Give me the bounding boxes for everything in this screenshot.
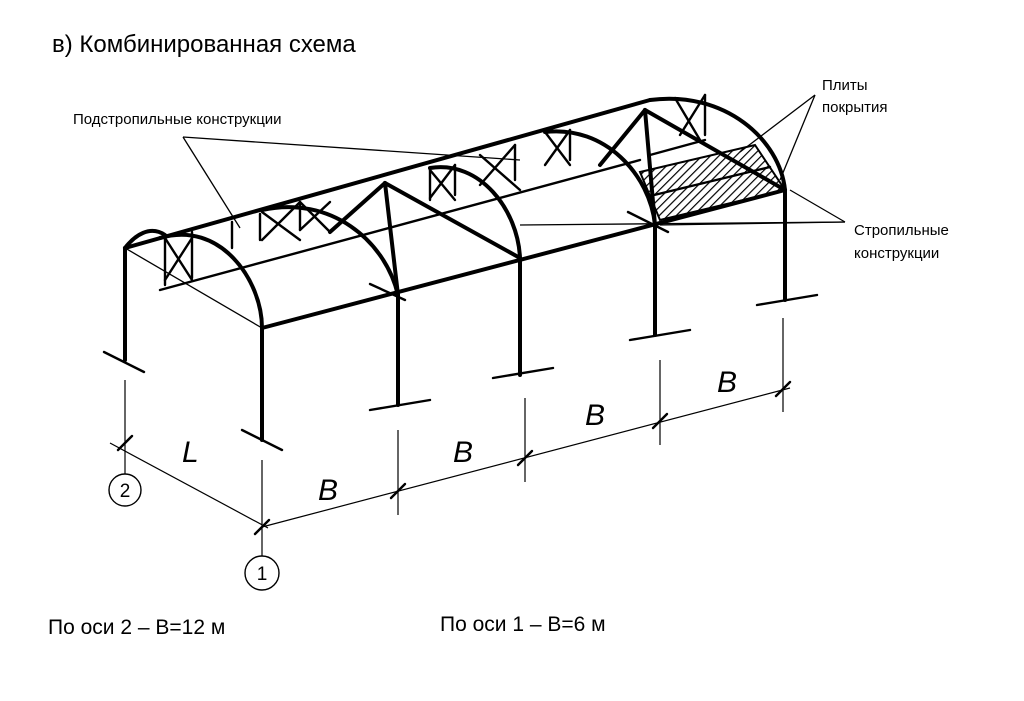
dim-bay-label: B [453,436,473,469]
axis-marker-1: 1 [244,550,280,591]
sub-rafter-truss-1 [163,200,332,287]
rafter-truss-2 [328,181,522,297]
leader-lines [182,94,846,229]
note-axis-1: По оси 1 – В=6 м [440,613,606,636]
label-rafter-structures-line2: конструкции [854,245,939,262]
roof-slabs-hatched [638,143,787,222]
building-frame [102,93,819,452]
label-sub-rafter-structures: Подстропильные конструкции [73,111,282,128]
label-roof-slabs-line1: Плиты [822,77,868,94]
sub-rafter-truss-3 [428,128,572,202]
label-rafter-structures-line1: Стропильные [854,222,949,239]
dim-bay-label: B [318,474,338,507]
dim-bay-label: B [585,399,605,432]
axis-marker-2: 2 [108,470,142,507]
dimension-lines: L B B B B [109,318,792,550]
dim-bay-label: B [717,366,737,399]
svg-text:2: 2 [120,481,131,502]
svg-text:1: 1 [257,564,268,585]
sub-rafter-truss-5 [648,93,707,157]
note-axis-2: По оси 2 – В=12 м [48,616,225,639]
diagram-title: в) Комбинированная схема [52,31,356,58]
dim-span-label: L [182,436,199,469]
label-roof-slabs-line2: покрытия [822,99,888,116]
